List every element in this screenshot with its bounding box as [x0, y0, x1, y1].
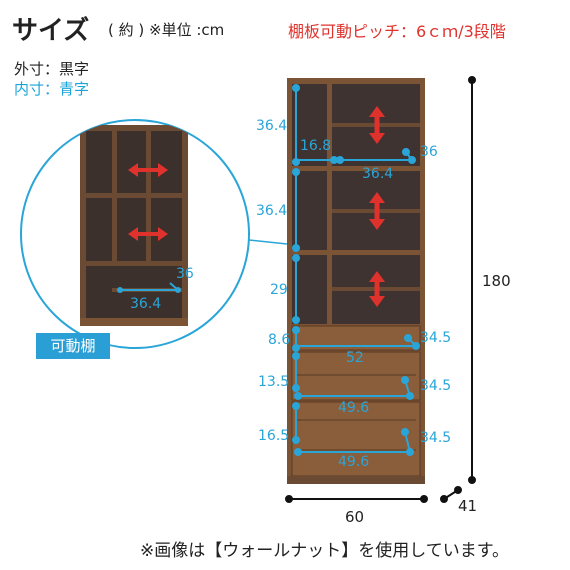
- external-dimension-lines: [285, 76, 476, 503]
- dim-d1-right: 36: [420, 144, 438, 160]
- dim-d6: 34.5: [420, 430, 452, 446]
- dim-w1: 36.4: [362, 166, 394, 182]
- dim-h5: 13.5: [258, 374, 290, 390]
- dim-height: 180: [482, 272, 511, 290]
- legend-internal: 内寸：青字: [14, 80, 90, 98]
- shelf-pitch-note: 棚板可動ピッチ：6ｃｍ/3段階: [288, 22, 506, 41]
- internal-dimension-lines: [292, 84, 420, 456]
- inset-connector-line: [248, 239, 288, 245]
- footer-note: ※画像は【ウォールナット】を使用しています。: [140, 541, 510, 561]
- movable-shelf-arrow-2: [128, 227, 168, 241]
- cabinet: [287, 78, 425, 484]
- shelf-arrow-bottom: [369, 271, 385, 307]
- dim-h6: 16.5: [258, 428, 290, 444]
- dim-h3: 29: [270, 282, 288, 298]
- dim-depth: 41: [458, 497, 478, 515]
- dim-d4: 34.5: [420, 330, 452, 346]
- inset-width-dim: 36.4: [130, 296, 162, 312]
- dim-h1: 36.4: [256, 118, 288, 134]
- movable-shelf-badge: 可動棚: [36, 333, 110, 359]
- shelf-arrow-middle: [369, 192, 385, 230]
- unit-note: ( 約 ) ※単位 :cm: [108, 21, 225, 39]
- dim-w5: 49.6: [338, 400, 370, 416]
- inset-depth-dim: 36: [176, 266, 194, 282]
- dim-h4: 8.6: [268, 332, 291, 348]
- dim-w4: 52: [346, 350, 364, 366]
- movable-shelf-arrow-1: [128, 163, 168, 177]
- inset-magnified-view: [20, 119, 250, 349]
- dim-d1: 16.8: [300, 138, 332, 154]
- legend-external: 外寸：黒字: [14, 60, 90, 78]
- dim-w6: 49.6: [338, 454, 370, 470]
- dim-width: 60: [345, 508, 365, 526]
- page-title: サイズ: [12, 16, 90, 46]
- dim-h2: 36.4: [256, 203, 288, 219]
- dim-d5: 34.5: [420, 378, 452, 394]
- shelf-arrow-top: [369, 106, 385, 144]
